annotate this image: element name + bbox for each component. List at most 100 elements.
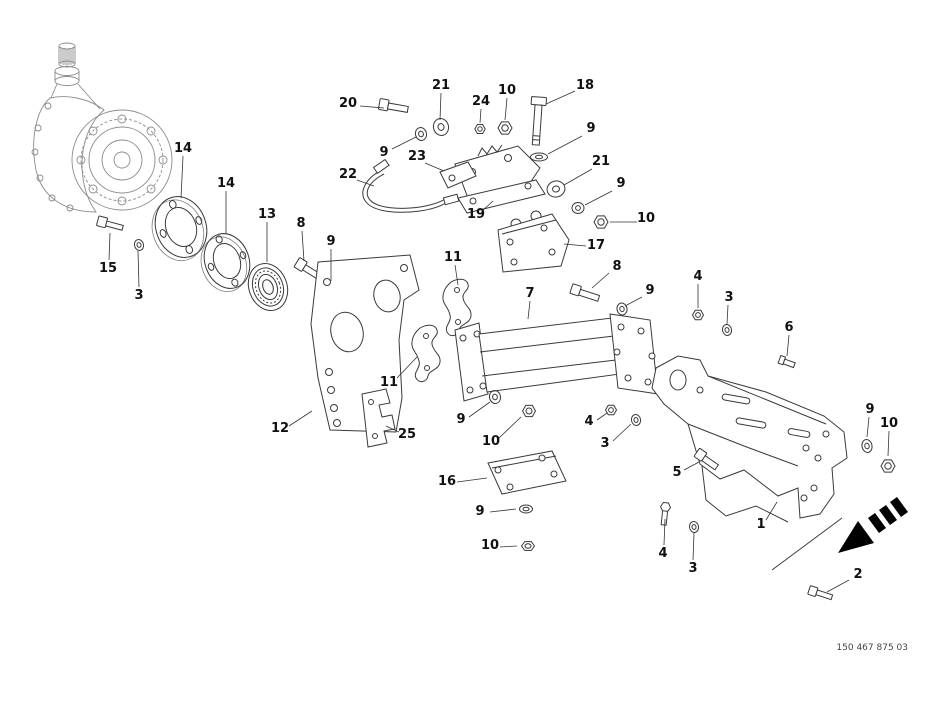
washer-3-mid: [630, 414, 642, 426]
callout-3: 3: [724, 290, 733, 305]
cable-22: [362, 158, 460, 213]
leader-line-8: [591, 272, 610, 289]
leader-line-19: [481, 200, 494, 212]
pin-6: [777, 354, 796, 369]
washer-9-under-18: [530, 152, 548, 162]
callout-8: 8: [296, 216, 305, 231]
leader-line-9: [489, 508, 517, 513]
leader-line-21: [563, 168, 593, 186]
callout-3: 3: [134, 288, 143, 303]
leader-line-22: [356, 179, 375, 187]
bolt-18: [530, 96, 548, 146]
callout-24: 24: [472, 94, 490, 109]
callout-9: 9: [645, 283, 654, 298]
leader-line-9: [468, 401, 491, 418]
nut-24: [474, 124, 486, 134]
bar-19: [457, 179, 546, 214]
callout-19: 19: [467, 207, 485, 222]
callout-14: 14: [217, 176, 235, 191]
callout-17: 17: [587, 238, 605, 253]
washer-3-upper: [721, 324, 733, 336]
callout-9: 9: [586, 121, 595, 136]
leader-line-23: [424, 162, 445, 172]
leader-line-9: [547, 135, 583, 155]
callout-9: 9: [456, 412, 465, 427]
leader-line-11: [454, 264, 459, 286]
washer-9-under-beam: [488, 390, 502, 404]
leader-line-9: [866, 416, 870, 438]
direction-arrow: [838, 497, 908, 553]
callout-9: 9: [475, 504, 484, 519]
leader-line-4: [596, 412, 608, 421]
washer-9-top: [414, 127, 428, 141]
nut-10-under-beam: [521, 404, 537, 418]
leader-line-3: [137, 250, 140, 288]
leader-line-16: [456, 477, 488, 483]
washer-21-top: [432, 118, 450, 136]
gearbox-drawing: [31, 42, 173, 213]
washer-9-bottom: [519, 504, 533, 514]
callout-13: 13: [258, 207, 276, 222]
leader-line-18: [545, 90, 576, 105]
plate-16: [487, 450, 567, 495]
drawing-reference-number: 150 467 875 03: [836, 643, 908, 653]
callout-11: 11: [444, 250, 462, 265]
callout-3: 3: [688, 561, 697, 576]
callout-5: 5: [672, 465, 681, 480]
leader-line-2: [826, 579, 850, 593]
leader-line-9: [624, 296, 643, 307]
washer-3-left: [133, 239, 145, 251]
leader-line-1: [765, 501, 778, 521]
bolt-2: [807, 585, 834, 601]
leader-line-10: [504, 97, 508, 121]
leader-line-12: [288, 410, 313, 427]
callout-11: 11: [380, 375, 398, 390]
callout-3: 3: [600, 436, 609, 451]
leader-line-10: [499, 545, 518, 548]
beam-7: [454, 313, 659, 402]
bearing-13: [247, 263, 289, 311]
callout-12: 12: [271, 421, 289, 436]
callout-15: 15: [99, 261, 117, 276]
nut-4-upper: [691, 309, 705, 321]
leader-line-17: [563, 243, 587, 247]
clip-11-upper: [442, 278, 472, 337]
bracket-17: [497, 210, 570, 273]
callout-9: 9: [379, 145, 388, 160]
callout-14: 14: [174, 141, 192, 156]
callout-10: 10: [482, 434, 500, 449]
leader-line-20: [359, 105, 385, 109]
callout-22: 22: [339, 167, 357, 182]
leader-line-3: [692, 532, 695, 561]
leader-line-11: [396, 356, 418, 379]
callout-21: 21: [592, 154, 610, 169]
washer-3-lower: [688, 521, 700, 533]
leader-line-24: [479, 108, 482, 124]
callout-16: 16: [438, 474, 456, 489]
leader-line-6: [786, 334, 790, 357]
washer-21-mid: [546, 180, 566, 198]
leader-line-3: [726, 304, 729, 325]
leader-line-3: [612, 423, 632, 442]
bolt-8-beam: [569, 283, 601, 302]
leader-line-21: [439, 92, 442, 121]
flange-14-outer: [151, 196, 208, 262]
leader-line-5: [683, 461, 700, 471]
frame-1: [651, 355, 848, 571]
leader-line-7: [527, 300, 531, 320]
callout-10: 10: [481, 538, 499, 553]
callout-1: 1: [756, 517, 765, 532]
plate-12: [310, 254, 420, 433]
bolt-20: [378, 98, 409, 113]
washer-9-right: [861, 439, 873, 453]
callout-6: 6: [784, 320, 793, 335]
bolt-15: [96, 215, 124, 231]
washer-9-beam: [616, 302, 628, 316]
callout-10: 10: [637, 211, 655, 226]
nut-4-mid: [604, 404, 618, 416]
callout-2: 2: [853, 567, 862, 582]
leader-line-15: [108, 232, 111, 261]
leader-line-9: [391, 136, 417, 150]
flange-14-inner: [200, 233, 251, 293]
leader-line-4: [663, 518, 666, 546]
